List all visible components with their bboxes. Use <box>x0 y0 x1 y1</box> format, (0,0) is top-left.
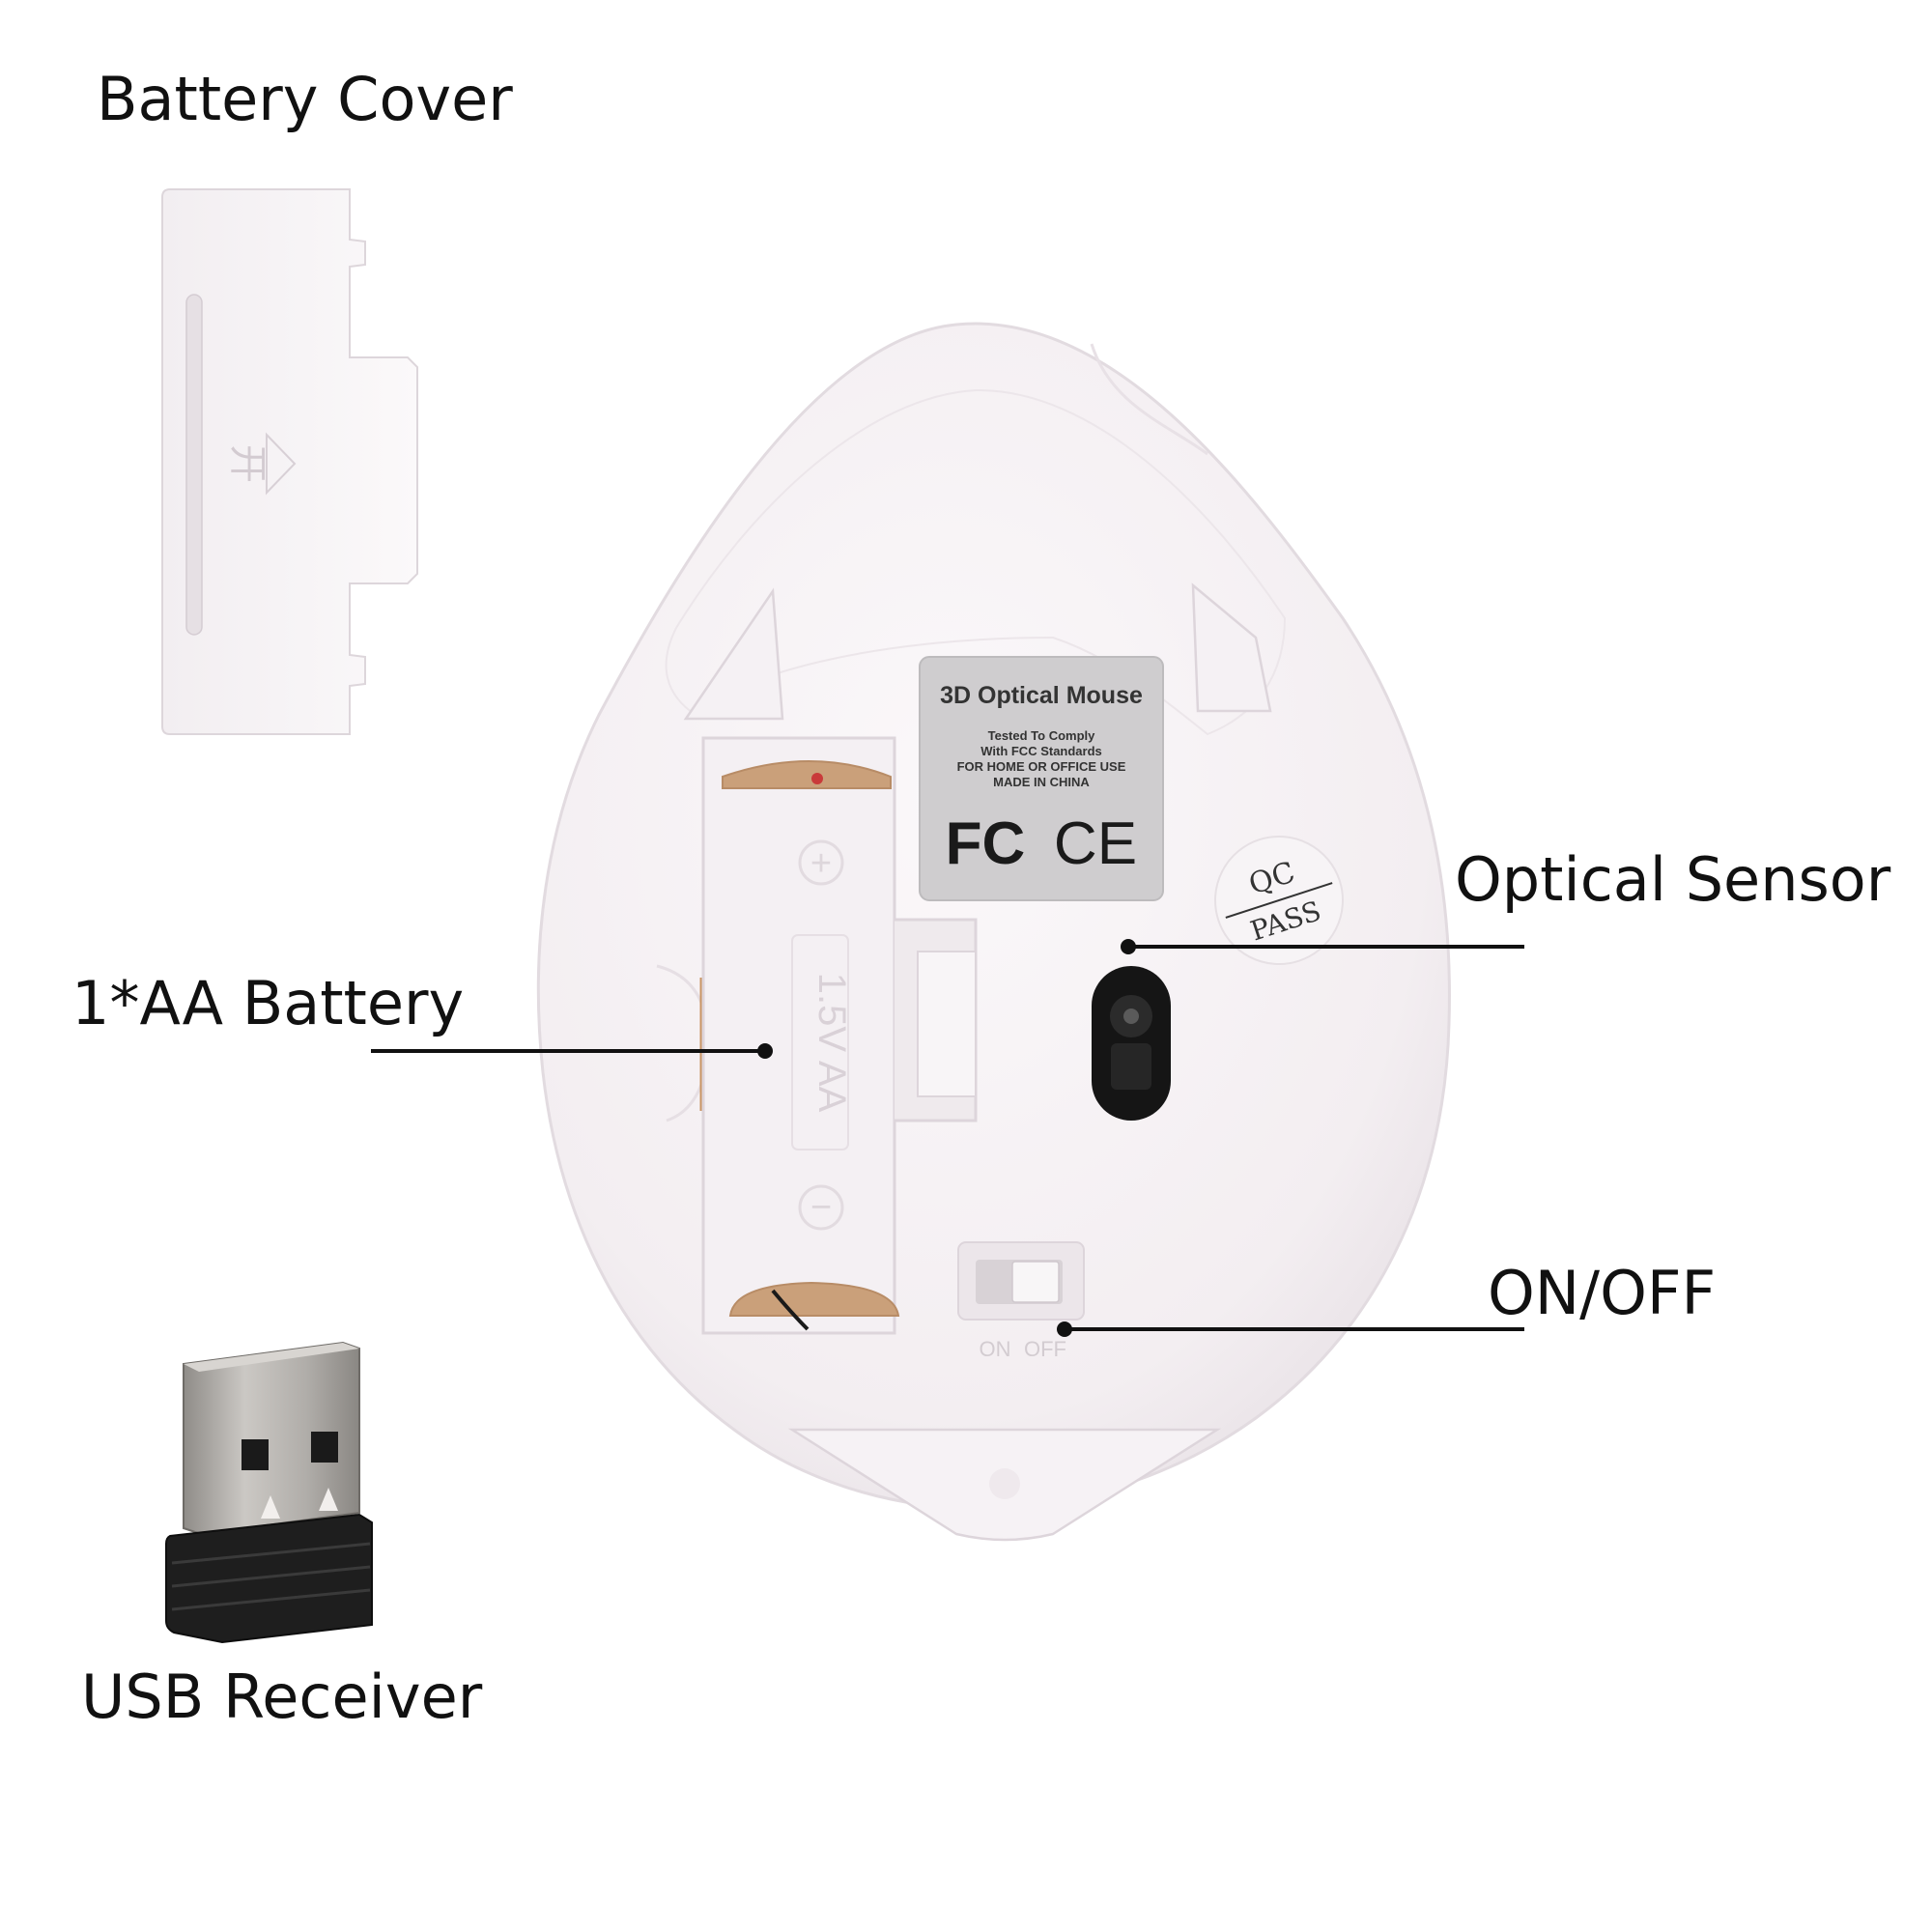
battery-cover: 开 <box>161 188 418 735</box>
label-line-1: Tested To Comply <box>988 728 1096 743</box>
glide-foot-left <box>683 587 784 721</box>
on-off-callout: ON/OFF <box>1488 1258 1717 1328</box>
cover-arrow-mark: 开 <box>226 444 269 483</box>
minus-symbol-icon <box>798 1184 844 1231</box>
glide-foot-right <box>1191 582 1272 713</box>
usb-contact-hole-left <box>242 1439 269 1470</box>
battery-top-contact <box>722 760 892 789</box>
label-line-3: FOR HOME OR OFFICE USE <box>957 759 1126 774</box>
optical-sensor <box>1092 966 1171 1121</box>
minus-sign: − <box>810 1187 832 1228</box>
power-switch: ON OFF <box>957 1241 1085 1361</box>
cover-arrow-icon <box>266 432 297 496</box>
battery-cover-callout: Battery Cover <box>97 64 513 134</box>
usb-receiver-callout: USB Receiver <box>81 1662 483 1732</box>
plus-symbol-icon <box>798 839 844 886</box>
leader-dot-sensor <box>1121 939 1136 954</box>
leader-dot-onoff <box>1057 1321 1072 1337</box>
plus-sign: + <box>810 843 832 884</box>
foot-dimple <box>989 1468 1020 1499</box>
fcc-mark-icon: FC <box>946 810 1026 877</box>
switch-slider <box>1011 1261 1060 1303</box>
usb-receiver <box>165 1341 373 1644</box>
aa-battery-callout: 1*AA Battery <box>71 968 465 1038</box>
switch-off-marking: OFF <box>1024 1337 1066 1361</box>
optical-sensor-callout: Optical Sensor <box>1455 844 1891 915</box>
leader-dot-battery <box>757 1043 773 1059</box>
qc-pass-sticker: QC PASS <box>1214 836 1344 965</box>
battery-spec-embossing: 1.5V AA <box>810 973 853 1113</box>
usb-contact-hole-right <box>311 1432 338 1463</box>
product-label: 3D Optical Mouse Tested To Comply With F… <box>919 656 1164 901</box>
label-title: 3D Optical Mouse <box>940 682 1143 709</box>
battery-compartment: + − 1.5V AA <box>701 736 978 1335</box>
ce-mark-icon: CE <box>1054 810 1137 877</box>
label-line-2: With FCC Standards <box>980 744 1102 758</box>
switch-on-marking: ON <box>980 1337 1011 1361</box>
label-line-4: MADE IN CHINA <box>993 775 1090 789</box>
cover-grip-slot <box>185 294 203 636</box>
callout-leaders <box>371 939 1524 1337</box>
